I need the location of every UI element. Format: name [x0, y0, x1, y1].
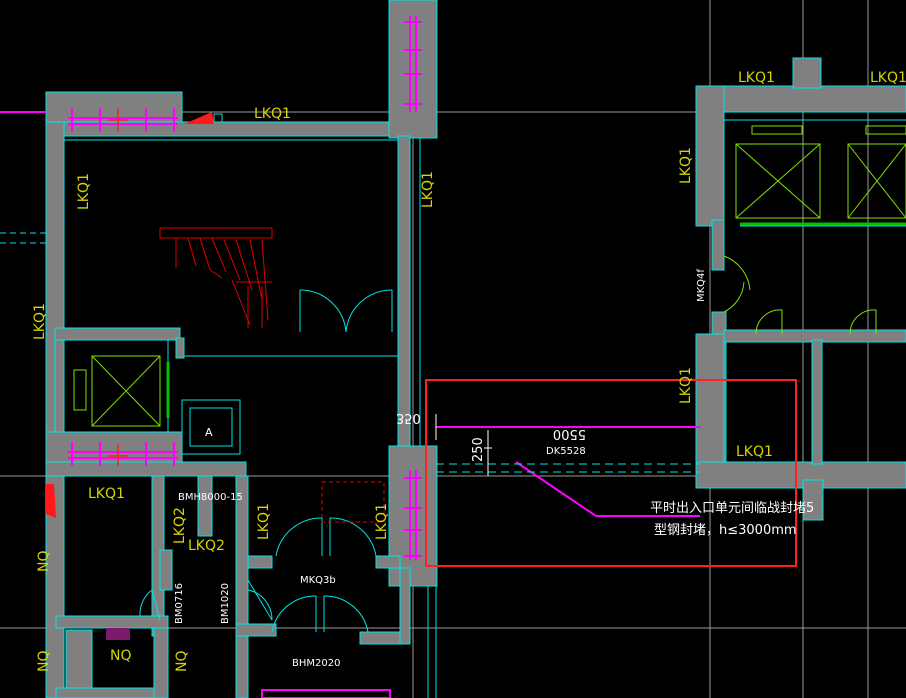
- label-nq-vert-3: NQ: [174, 651, 190, 673]
- label-lkq1-top: LKQ1: [254, 106, 291, 122]
- red-marker: [184, 112, 214, 124]
- note-line-2: 型钢封堵，h≤3000mm: [654, 523, 797, 538]
- label-lkq1-vert-left-2: LKQ1: [32, 303, 48, 340]
- label-bhm2020: BHM2020: [292, 658, 340, 669]
- label-nq: NQ: [110, 648, 132, 664]
- label-bm1020: BM1020: [220, 583, 231, 624]
- dimension-text: 350 250 5500 300: [396, 410, 906, 465]
- label-lkq1-right-mid: LKQ1: [736, 444, 773, 460]
- dim-350: 350: [396, 410, 421, 425]
- dim-5500: 5500: [553, 426, 586, 441]
- dimension-ticks: [435, 414, 492, 476]
- elevator-left: [73, 355, 170, 427]
- highlight-rectangle: [425, 379, 797, 567]
- box-a-label: A: [205, 426, 213, 439]
- window-crosses: [108, 108, 128, 466]
- label-nq-vert-2: NQ: [36, 651, 52, 673]
- doors: [139, 289, 393, 633]
- red-dashed-area: [321, 481, 385, 523]
- label-bm0716: BM0716: [174, 583, 185, 624]
- stair-symbol: [159, 227, 273, 328]
- labels: LKQ1 LKQ1 LKQ1 LKQ1 LKQ1 LKQ2 NQ LKQ1 LK…: [32, 70, 906, 672]
- elevator-right: [735, 125, 906, 226]
- label-lkq1-right-top: LKQ1: [738, 70, 775, 86]
- label-lkq1-lower: LKQ1: [88, 486, 125, 502]
- label-dk5528: DK5528: [546, 446, 586, 457]
- label-lkq1-right-edge: LKQ1: [870, 70, 906, 86]
- dashed-duct: [0, 232, 46, 244]
- doors-right: [723, 255, 877, 335]
- label-lkq1-vert-lower-2: LKQ1: [374, 503, 390, 540]
- label-lkq2-vert: LKQ2: [172, 507, 188, 544]
- label-nq-vert-1: NQ: [36, 551, 52, 573]
- dim-250: 250: [471, 437, 486, 462]
- annotation-note: 平时出入口单元间临战封堵5 型钢封堵，h≤3000mm: [650, 501, 814, 538]
- label-mkq4f: MKQ4f: [696, 269, 707, 302]
- label-lkq1-vert-left: LKQ1: [76, 173, 92, 210]
- small-magenta-box: [106, 628, 130, 640]
- note-line-1: 平时出入口单元间临战封堵5: [650, 501, 814, 516]
- window-symbols: [0, 16, 700, 698]
- label-mkq3b: MKQ3b: [300, 575, 336, 586]
- opening-dashed-line: [436, 463, 700, 473]
- label-lkq1-vert-right: LKQ1: [678, 147, 694, 184]
- small-box: [213, 113, 223, 123]
- label-bmh8000: BMH8000-15: [178, 492, 243, 503]
- label-lkq1-vert-center: LKQ1: [420, 171, 436, 208]
- label-lkq1-vert-lower: LKQ1: [256, 503, 272, 540]
- wall-lines: [54, 111, 906, 698]
- label-lkq2: LKQ2: [188, 538, 225, 554]
- dim-300: 300: [902, 440, 906, 465]
- walls: [45, 0, 906, 698]
- equipment-box-a: [181, 399, 241, 455]
- small-labels: BMH8000-15 MKQ3b BHM2020 BM0716 BM1020 M…: [174, 269, 707, 669]
- red-marker-2: [46, 484, 56, 518]
- label-lkq1-vert-right-2: LKQ1: [678, 367, 694, 404]
